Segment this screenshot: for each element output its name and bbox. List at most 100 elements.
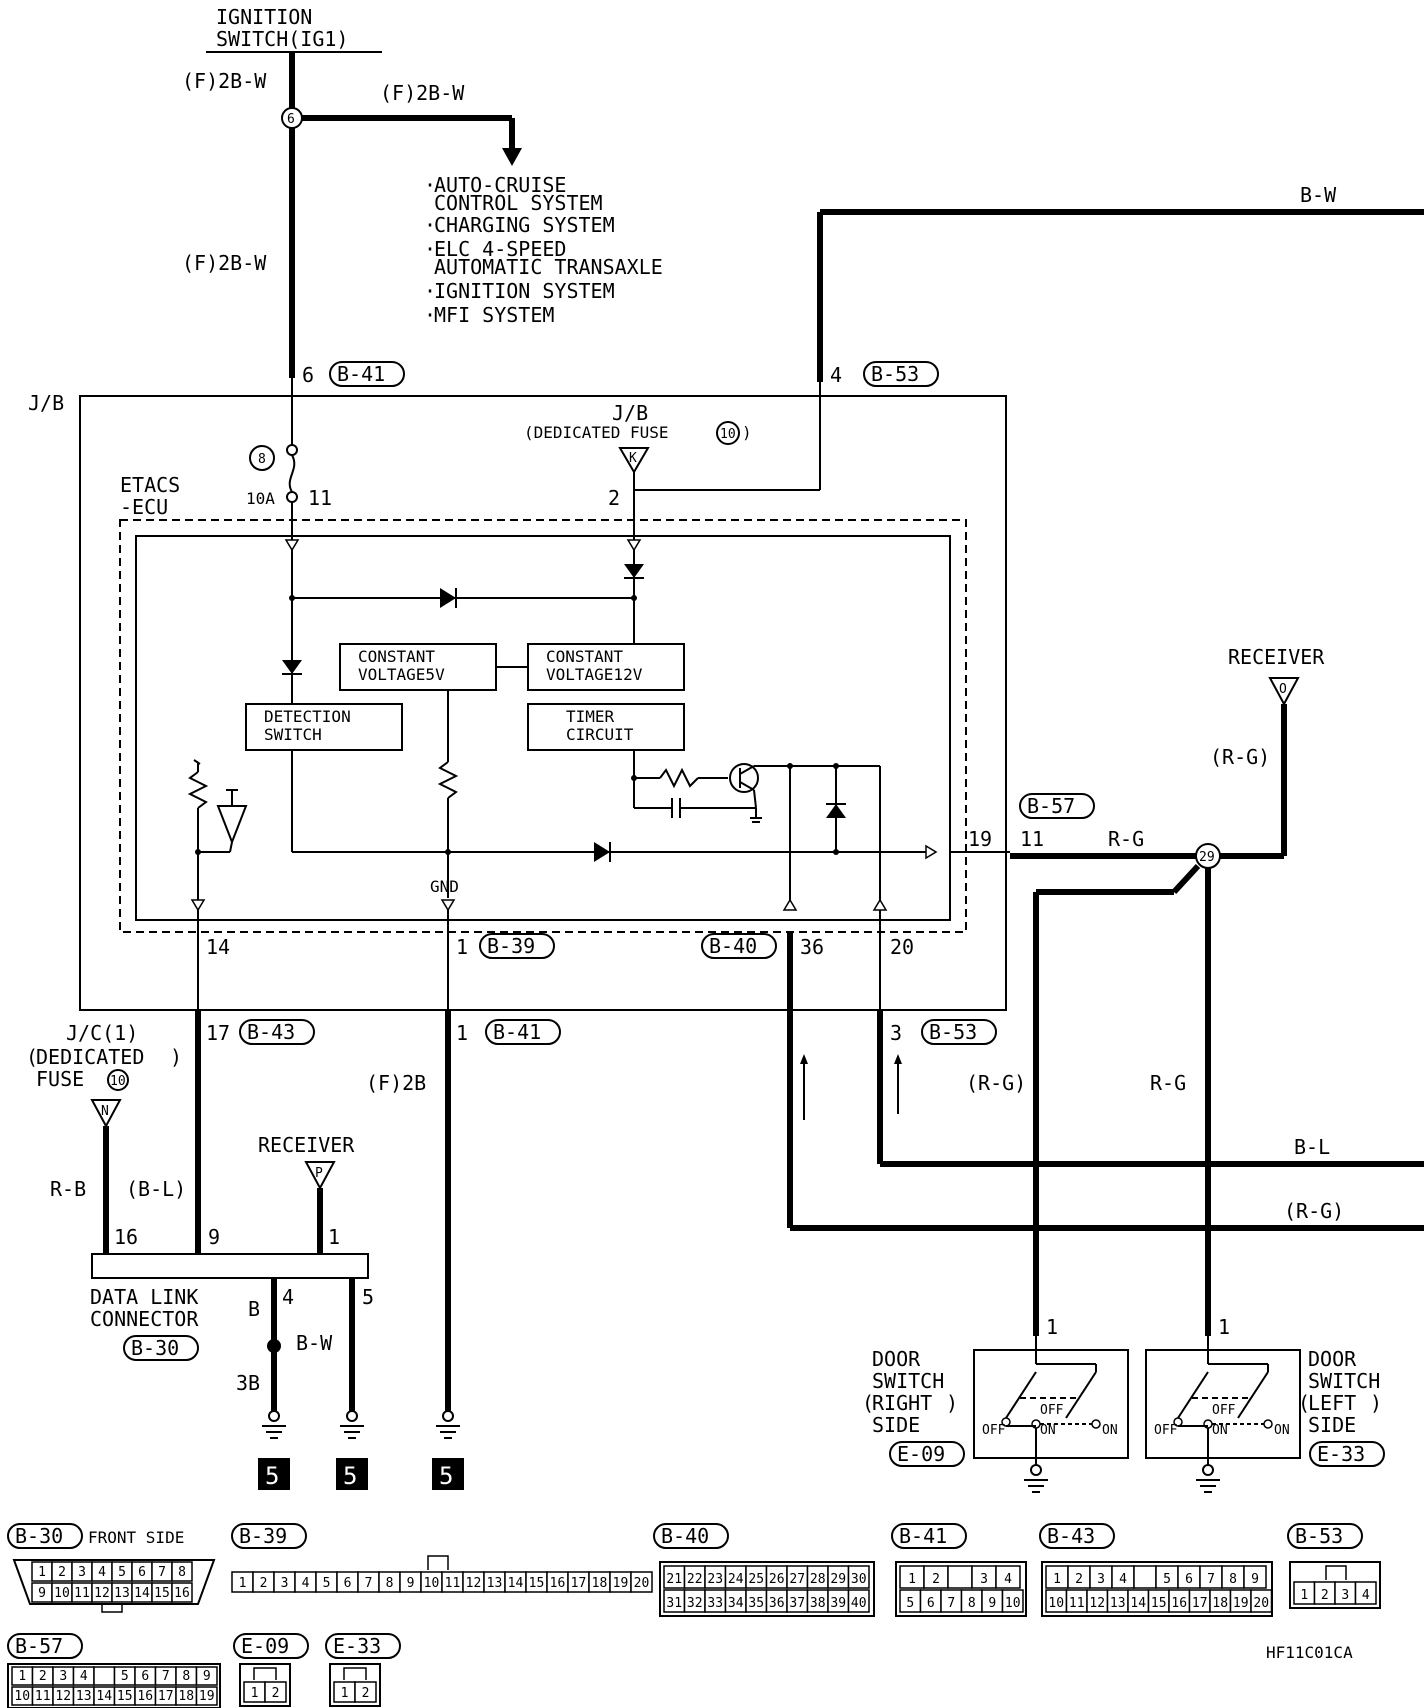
connector-pin-number: 9: [988, 1596, 996, 1611]
connector-b41-label-b: B-41: [493, 1020, 541, 1044]
connector-pin-number: 5: [906, 1596, 914, 1611]
dlc-label: DATA LINK: [90, 1285, 198, 1309]
pin-3b-label: 3B: [236, 1371, 260, 1395]
connector-pin-number: 11: [74, 1586, 90, 1601]
connector-pin-cell: [1250, 1589, 1273, 1613]
connector-pin-number: 16: [550, 1576, 566, 1591]
door-right-side2-label: SIDE: [872, 1413, 920, 1437]
connector-pin-number: 34: [728, 1596, 744, 1611]
connector-b41-view-label: B-41: [899, 1524, 947, 1548]
connector-pin-number: 35: [748, 1596, 764, 1611]
connector-pin-number: 6: [141, 1669, 149, 1684]
connector-pin-number: 15: [1151, 1596, 1167, 1611]
connector-pin-cell: [847, 1565, 870, 1589]
constant-voltage-5v-block: [339, 643, 497, 691]
connector-b39-view-label: B-39: [239, 1524, 287, 1548]
connector-pin-number: 18: [592, 1576, 608, 1591]
door-switch-left-off-label-2: OFF: [1212, 1403, 1236, 1418]
connector-b53-label: B-53: [871, 362, 919, 386]
jc-fuse-label: FUSE: [36, 1067, 84, 1091]
terminal-o-icon: [1268, 677, 1300, 707]
gnd-marker-icon: [440, 899, 456, 912]
connector-pin-number: 4: [80, 1669, 88, 1684]
svg-text:): ): [1370, 1391, 1382, 1415]
connector-pin-number: 5: [323, 1576, 331, 1591]
connector-pin-number: 10: [14, 1689, 30, 1704]
door-left-door-label: DOOR: [1308, 1347, 1357, 1371]
receiver-top-label: RECEIVER: [1228, 645, 1325, 669]
connector-pin-number: 7: [162, 1669, 170, 1684]
connector-pin-number: 3: [980, 1572, 988, 1587]
connector-pin-number: 24: [728, 1572, 744, 1587]
timer-circuit-block: [527, 703, 685, 751]
connector-b53-tag-b: [921, 1019, 997, 1045]
ground-symbol-icon: [436, 1410, 460, 1439]
output-marker-icon: [782, 898, 798, 911]
system-item: AUTOMATIC TRANSAXLE: [434, 255, 663, 279]
wire-f2bw-label-c: (F)2B-W: [182, 251, 267, 275]
connector-pin-number: 4: [1362, 1588, 1370, 1603]
svg-text:·: ·: [424, 213, 436, 237]
connector-pin-number: 26: [769, 1572, 785, 1587]
terminal-n-icon: [90, 1099, 122, 1129]
ground-point-5-badge: [258, 1458, 290, 1490]
connector-pin-number: 14: [96, 1689, 112, 1704]
connector-pin-number: 37: [789, 1596, 805, 1611]
terminal-p-icon: [304, 1161, 336, 1191]
connector-e33-view-tag: [325, 1633, 401, 1659]
connector-pin-cell: [195, 1686, 218, 1706]
connector-pin-number: 4: [1004, 1572, 1012, 1587]
door-switch-right-off-label-2: OFF: [1040, 1403, 1064, 1418]
svg-text:(: (: [26, 1045, 38, 1069]
wire-bw-top-label: B-W: [1300, 183, 1337, 207]
connector-b57-view-tag: [7, 1633, 83, 1659]
connector-pin-number: 7: [947, 1596, 955, 1611]
fuse-10b-marker: [107, 1069, 129, 1091]
dlc-sub-label: CONNECTOR: [90, 1307, 199, 1331]
resistor-icon: [659, 767, 699, 789]
svg-text:(: (: [1298, 1391, 1310, 1415]
door-left-side2-label: SIDE: [1308, 1413, 1356, 1437]
connector-b40-view-tag: [653, 1523, 729, 1549]
connector-pin-number: 9: [203, 1669, 211, 1684]
connector-pin-number: 1: [341, 1686, 349, 1701]
output-marker-icon: [872, 898, 888, 911]
connector-pin-number: 2: [272, 1686, 280, 1701]
svg-text:·: ·: [424, 303, 436, 327]
pin-2-label: 2: [608, 486, 620, 510]
ground-symbol-icon: [262, 1410, 286, 1439]
sensor-triangle-icon: [216, 805, 248, 845]
connector-pin-number: 15: [117, 1689, 133, 1704]
pin-6-label: 6: [302, 363, 314, 387]
connector-pin-number: 2: [1075, 1572, 1083, 1587]
wire-rg-bottom-label: (R-G): [1284, 1199, 1344, 1223]
connector-pin-number: 1: [251, 1686, 259, 1701]
ground-symbol-icon: [340, 1410, 364, 1439]
figure-code: HF11C01CA: [1266, 1643, 1353, 1662]
wire-rg-left-label: R-G: [1150, 1071, 1186, 1095]
pin-16-label: 16: [114, 1225, 138, 1249]
connector-pin-number: 10: [1005, 1596, 1021, 1611]
connector-pin-number: 13: [114, 1586, 130, 1601]
connector-b43-view-tag: [1039, 1523, 1115, 1549]
connector-pin-cell: [195, 1666, 218, 1686]
wire-b-label: B: [248, 1297, 260, 1321]
connector-e09-view-tag: [233, 1633, 309, 1659]
pin-9-label: 9: [208, 1225, 220, 1249]
wire-rg-mid-label: R-G: [1108, 827, 1144, 851]
connector-pin-number: 4: [1119, 1572, 1127, 1587]
pin-17-label: 17: [206, 1021, 230, 1045]
connector-pin-number: 16: [174, 1586, 190, 1601]
connector-b41-label: B-41: [337, 362, 385, 386]
pin-19-label: 19: [968, 827, 992, 851]
diode-icon: [826, 804, 846, 818]
connector-e33-tag: [1309, 1441, 1385, 1467]
ground-point-5-label: 5: [439, 1462, 453, 1490]
connector-pin-number: 9: [407, 1576, 415, 1591]
